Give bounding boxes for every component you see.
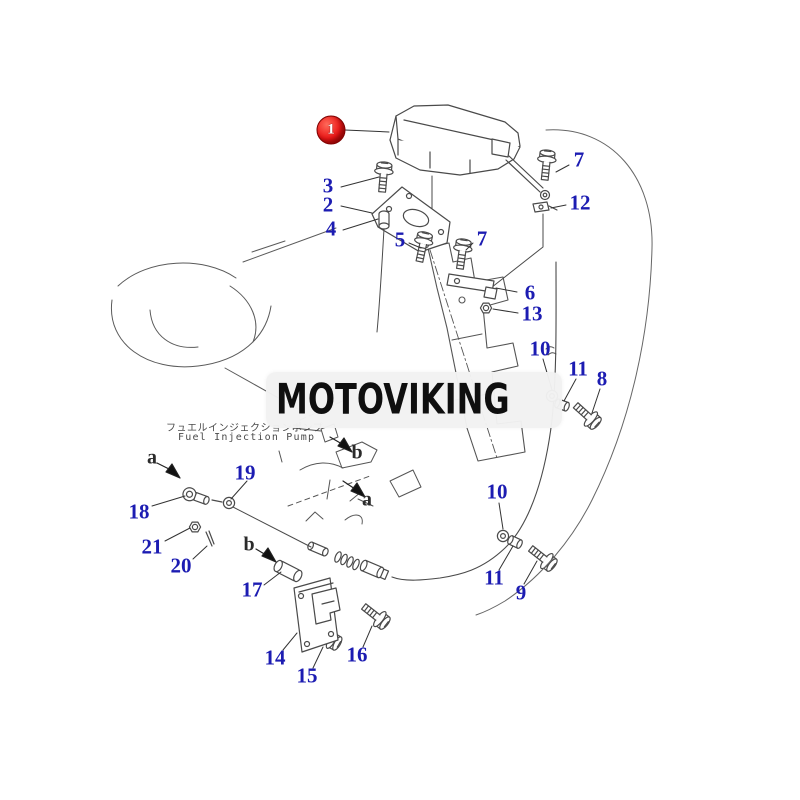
accelerator-pedal (389, 104, 521, 233)
part-balloon: 1 (316, 115, 346, 145)
part-callout-15: 15 (296, 663, 318, 688)
part-callout-10: 10 (486, 479, 508, 504)
part-callout-14: 14 (264, 645, 286, 670)
bracket-14 (293, 577, 341, 653)
part-callout-7: 7 (476, 226, 488, 251)
part-callout-13: 13 (521, 301, 543, 326)
part-callout-19: 19 (234, 460, 256, 485)
throttle-cable (230, 261, 571, 581)
part-callout-17: 17 (241, 577, 263, 602)
pump-body (427, 242, 526, 462)
en-caption: Fuel Injection Pump (178, 432, 316, 443)
part-callout-8: 8 (596, 366, 608, 391)
part-callout-3: 3 (322, 173, 334, 198)
part-callout-6: 6 (524, 280, 536, 305)
pedal-rod (486, 155, 558, 292)
panel-outline (475, 129, 653, 616)
spacer-17 (273, 559, 303, 583)
part-callout-18: 18 (128, 499, 150, 524)
watermark-logo: MOTOVIKING (266, 372, 562, 428)
part-callout-16: 16 (346, 642, 368, 667)
spacer-4 (376, 210, 390, 333)
view-letter-b: b (243, 533, 255, 556)
caption-leaders (278, 427, 322, 463)
part-callout-5: 5 (394, 227, 406, 252)
view-letter-a: a (147, 446, 157, 469)
part-callout-12: 12 (569, 190, 591, 215)
view-letter-a: a (362, 488, 372, 511)
part-callout-20: 20 (170, 553, 192, 578)
engine-outline (110, 227, 346, 421)
jp-caption: フュエルインジェクションポンプ (166, 423, 324, 434)
pump-lever-detail (287, 423, 422, 525)
part-callout-2: 2 (322, 192, 334, 217)
part-callout-21: 21 (141, 534, 163, 559)
part-callout-11: 11 (568, 356, 588, 381)
view-letter-b: b (351, 441, 363, 464)
part-balloon-number: 1 (327, 121, 335, 138)
watermark-brand-text: MOTOVIKING (276, 375, 510, 425)
lever-pin-set (182, 487, 236, 547)
leader-lines (151, 129, 601, 669)
bracket-6 (446, 273, 498, 314)
part-callout-11: 11 (484, 565, 504, 590)
part-callout-10: 10 (529, 336, 551, 361)
part-callout-7: 7 (573, 147, 585, 172)
view-arrows (156, 436, 366, 563)
part-callout-4: 4 (325, 216, 337, 241)
part-callout-9: 9 (515, 580, 527, 605)
